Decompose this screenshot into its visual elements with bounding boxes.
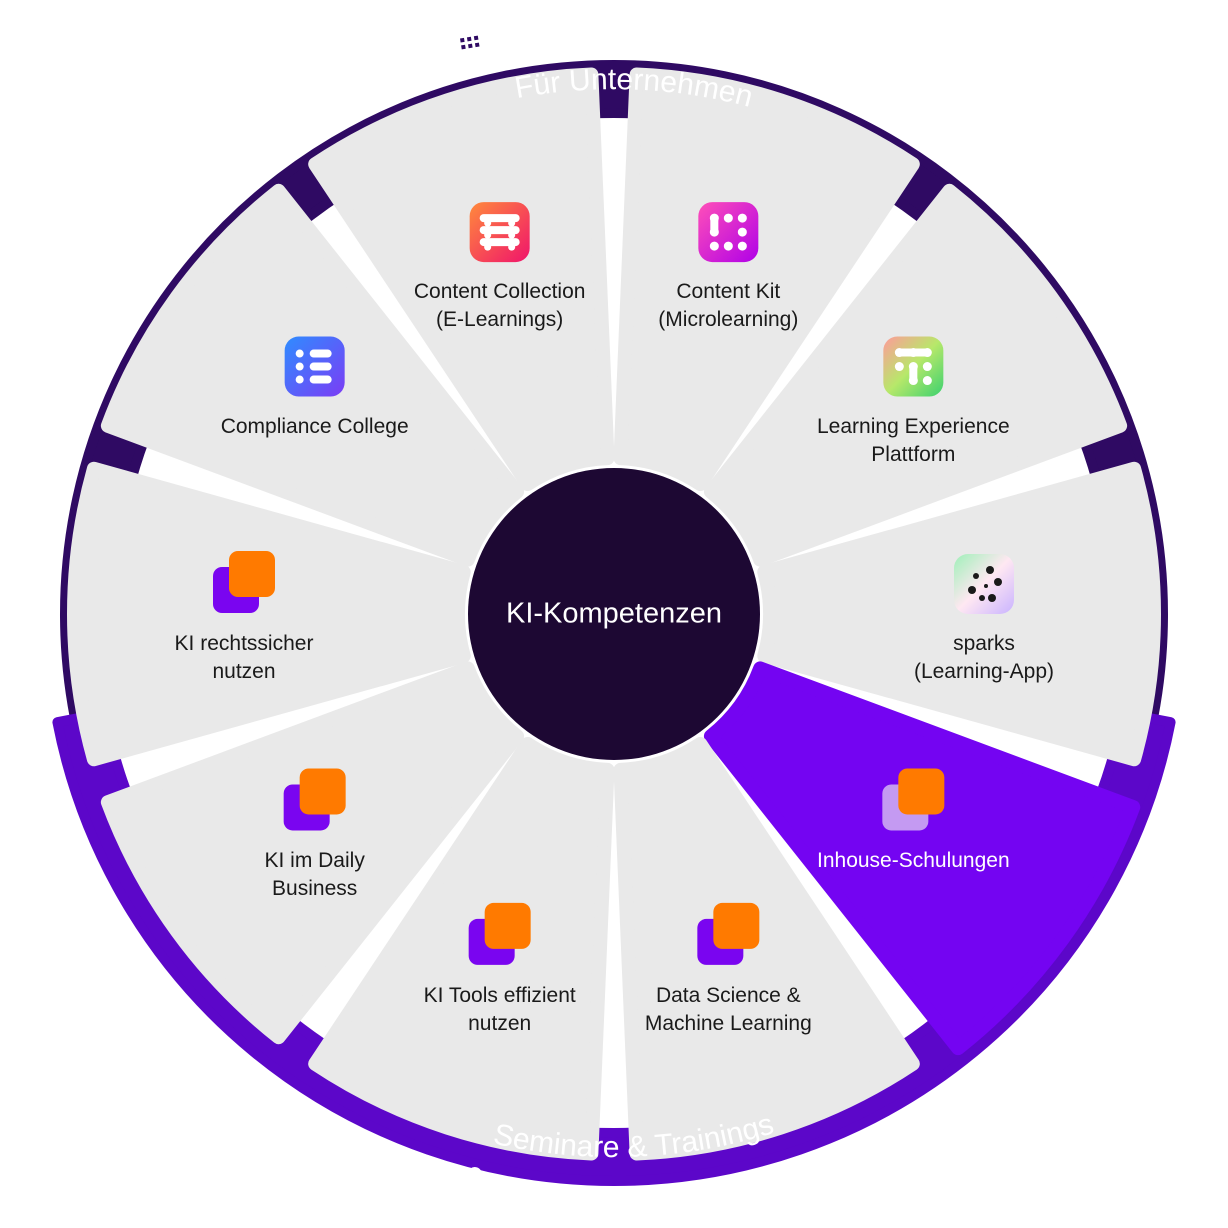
segment-label-line: (Microlearning) (658, 308, 799, 332)
segment-label-compliance: Compliance College (221, 413, 409, 441)
segment-label-line: Data Science & (655, 983, 801, 1007)
lxp-app-icon (883, 336, 944, 397)
segment-label-line: Learning Experience (817, 414, 1010, 438)
segment-label-line: (Learning-App) (913, 660, 1055, 683)
seminar-squares-icon (697, 902, 760, 965)
segment-label-line: KI Tools effizient (423, 983, 576, 1007)
segment-label-line: KI rechtssicher (174, 632, 314, 655)
center-circle (468, 468, 760, 760)
segment-inhouse[interactable] (703, 661, 1141, 1056)
segment-label-line: Machine Learning (644, 1011, 812, 1035)
segment-label-line: Plattform (871, 442, 956, 466)
segment-label-line: Content Collection (413, 280, 586, 304)
segment-label-line: Content Kit (676, 280, 781, 304)
segment-content-kit[interactable] (613, 67, 920, 492)
seminar-squares-icon (213, 551, 275, 613)
segment-label-inhouse: Inhouse-Schulungen (817, 847, 1010, 875)
person-icon (459, 1167, 486, 1196)
segment-label-line: sparks (953, 632, 1015, 655)
center-label: KI-Kompetenzen (505, 597, 723, 630)
segment-label-line: nutzen (468, 1011, 532, 1035)
segment-label-line: Inhouse-Schulungen (817, 849, 1010, 873)
segment-ki-recht[interactable] (67, 461, 471, 767)
segment-label-line: KI im Daily (264, 849, 365, 873)
building-icon (454, 29, 486, 59)
segment-label-line: Business (272, 877, 358, 901)
content-kit-app-icon (698, 202, 759, 263)
segment-label-sparks: sparks (Learning-App) (914, 630, 1054, 686)
segment-label-ki-recht: KI rechtssicher nutzen (175, 630, 314, 686)
segment-label-content-collection: Content Collection (E-Learnings) (414, 278, 586, 334)
segment-label-content-kit: Content Kit (Microlearning) (658, 278, 798, 334)
seminar-squares-icon (882, 768, 945, 831)
content-collection-app-icon (469, 202, 530, 263)
segment-label-line: nutzen (212, 660, 276, 683)
seminar-squares-icon (468, 902, 531, 965)
segment-label-ki-tools: KI Tools effizient nutzen (424, 982, 576, 1038)
compliance-app-icon (284, 336, 345, 397)
sparks-app-icon (954, 554, 1014, 614)
segment-data-science[interactable] (613, 736, 920, 1161)
segment-sparks[interactable] (757, 461, 1162, 767)
segment-ki-daily[interactable] (100, 661, 525, 1045)
segment-label-line: (E-Learnings) (436, 308, 564, 332)
segment-label-line: Compliance College (220, 414, 409, 438)
segment-content-collection[interactable] (308, 67, 615, 492)
segment-ki-tools[interactable] (308, 736, 615, 1161)
segment-label-data-science: Data Science & Machine Learning (645, 982, 812, 1038)
seminar-squares-icon (283, 768, 346, 831)
